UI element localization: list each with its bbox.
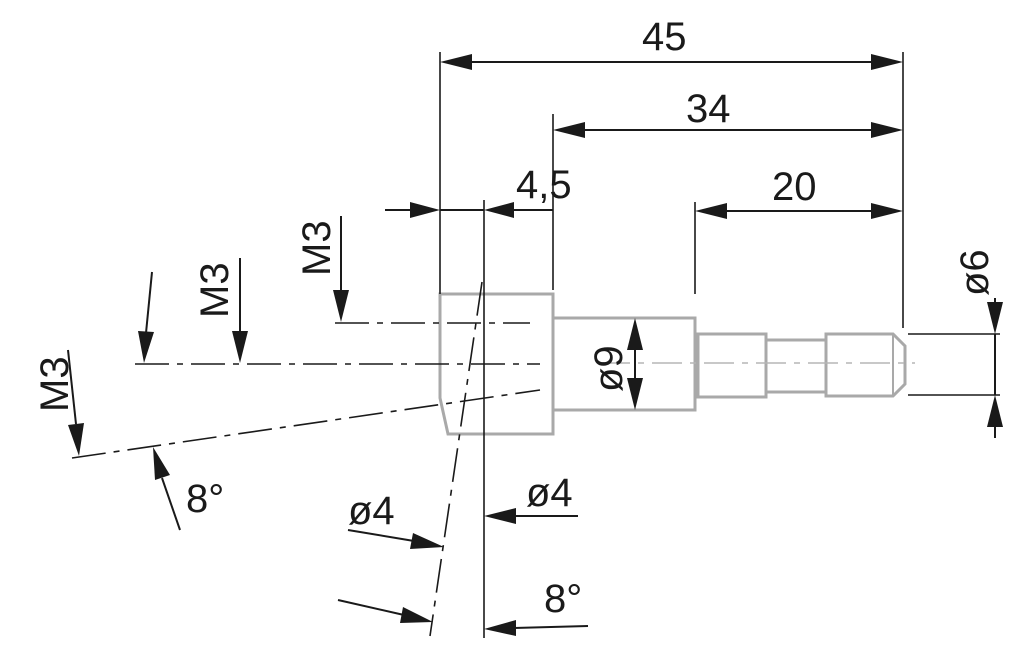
dim-m3-middle-label: M3 (193, 262, 237, 318)
shaft-step-1 (696, 332, 768, 399)
dim-4-5-label: 4,5 (516, 163, 572, 207)
dim-45-label: 45 (642, 15, 687, 59)
dim-4-5: 4,5 (385, 163, 572, 218)
dim-m3-angled-label: M3 (33, 356, 77, 412)
center-line-angled (71, 389, 541, 459)
dim-34: 34 (553, 87, 903, 138)
dim-m3-upper-label: M3 (295, 220, 339, 276)
dim-m3-upper: M3 (295, 216, 349, 322)
dim-angle-8-left-label: 8° (186, 477, 224, 521)
dim-dia9: ø9 (587, 318, 643, 410)
shaft-dia9 (551, 316, 697, 412)
dim-angle-8-left: 8° (153, 447, 224, 531)
dim-20-label: 20 (772, 165, 817, 209)
dim-dia4-left: ø4 (337, 489, 444, 623)
dim-m3-angled: M3 (33, 349, 84, 456)
part-outline (438, 292, 907, 436)
dim-dia4-right: ø4 (484, 471, 578, 524)
dim-20: 20 (695, 165, 903, 219)
shaft-neck (764, 338, 828, 394)
dim-dia6: ø6 (953, 249, 1003, 438)
hole-axis-angled (429, 281, 483, 637)
dim-34-label: 34 (686, 87, 731, 131)
dim-dia6-label: ø6 (953, 249, 997, 296)
dim-dia4-left-label: ø4 (348, 489, 395, 533)
dim-angle-8-bottom: 8° (484, 577, 589, 636)
head-body (438, 292, 555, 436)
dim-m3-middle: M3 (138, 258, 248, 363)
dim-dia9-label: ø9 (587, 345, 631, 392)
dim-angle-8-bottom-label: 8° (544, 577, 582, 621)
dim-dia4-right-label: ø4 (526, 471, 573, 515)
dim-45: 45 (440, 15, 903, 70)
